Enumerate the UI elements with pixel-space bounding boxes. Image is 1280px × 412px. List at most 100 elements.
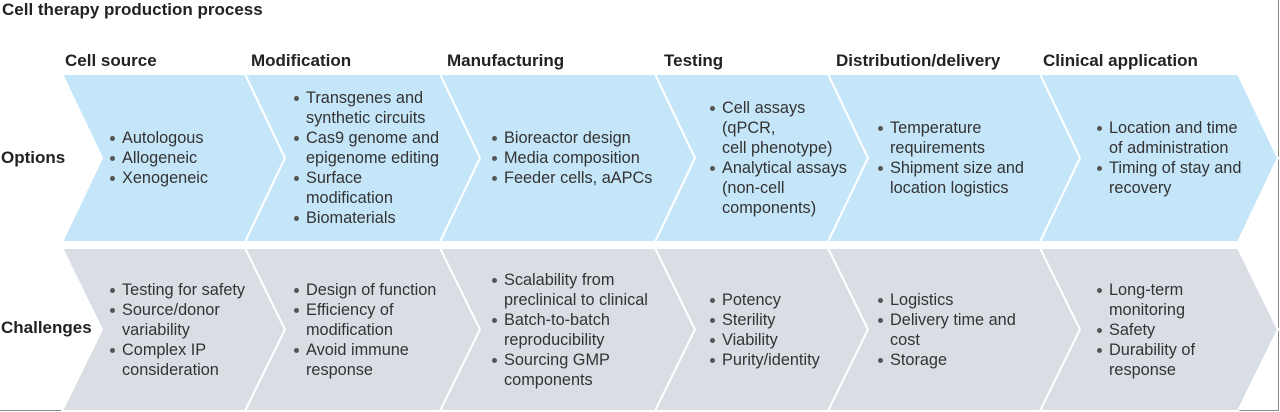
options-cell: Cell assays (qPCR, cell phenotype)Analyt… (708, 74, 858, 242)
bullet-item: Cas9 genome and epigenome editing (292, 128, 439, 168)
bullet-item: Complex IP consideration (108, 340, 245, 380)
bullet-item: Xenogeneic (108, 168, 208, 188)
bullet-text: Complex IP consideration (122, 340, 219, 379)
bullet-item: Surface modification (292, 168, 439, 208)
stage-header: Manufacturing (447, 51, 565, 70)
bullet-text: Shipment size and location logistics (890, 159, 1024, 197)
challenges-cell: Scalability from preclinical to clinical… (490, 248, 680, 411)
figure-title: Cell therapy production process (2, 0, 263, 19)
bullet-item: Viability (708, 330, 820, 350)
bullet-item: Temperature requirements (876, 118, 1024, 158)
bullet-text: Autologous (122, 129, 204, 147)
bullet-item: Sourcing GMP components (490, 350, 648, 390)
bullet-item: Bioreactor design (490, 128, 652, 148)
bullet-item: Potency (708, 290, 820, 310)
bullet-item: Sterility (708, 310, 820, 330)
bullet-text: Sourcing GMP components (504, 350, 610, 389)
bullet-list: Scalability from preclinical to clinical… (490, 270, 648, 390)
bullet-item: Design of function (292, 280, 436, 300)
bullet-text: Avoid immune response (306, 340, 409, 379)
bullet-text: Storage (890, 350, 948, 369)
stage-header: Cell source (65, 51, 157, 70)
bullet-list: Cell assays (qPCR, cell phenotype)Analyt… (708, 98, 847, 218)
bullet-item: Safety (1095, 320, 1195, 340)
bullet-item: Biomaterials (292, 208, 439, 228)
bullet-item: Source/donor variability (108, 300, 245, 340)
bullet-text: Sterility (722, 310, 776, 329)
bullet-text: Allogeneic (122, 149, 198, 167)
bullet-item: Cell assays (qPCR, cell phenotype) (708, 98, 847, 158)
bullet-item: Transgenes and synthetic circuits (292, 88, 439, 128)
bullet-item: Location and time of administration (1095, 118, 1241, 158)
bullet-item: Efficiency of modification (292, 300, 436, 340)
bullet-text: Logistics (890, 290, 954, 309)
row-label-challenges: Challenges (1, 318, 92, 337)
bullet-text: Scalability from preclinical to clinical (504, 270, 648, 309)
stage-header: Modification (251, 51, 352, 70)
bullet-text: Transgenes and synthetic circuits (306, 89, 426, 127)
bullet-text: Purity/identity (722, 350, 820, 369)
bullet-text: Xenogeneic (122, 169, 209, 187)
bullet-text: Design of function (306, 280, 437, 299)
bullet-text: Timing of stay and recovery (1109, 159, 1242, 197)
bullet-item: Avoid immune response (292, 340, 436, 380)
bullet-item: Timing of stay and recovery (1095, 158, 1241, 198)
bullet-text: Bioreactor design (504, 129, 631, 147)
stage-header: Clinical application (1043, 51, 1198, 70)
bullet-item: Delivery time and cost (876, 310, 1016, 350)
bullet-item: Media composition (490, 148, 652, 168)
bullet-text: Viability (722, 330, 778, 349)
bullet-text: Cas9 genome and epigenome editing (306, 129, 440, 167)
bullet-text: Batch-to-batch reproducibility (504, 310, 610, 349)
options-chevron (1038, 73, 1280, 243)
bullet-text: Analytical assays (non-cell components) (722, 159, 847, 217)
bullet-item: Storage (876, 350, 1016, 370)
bullet-text: Location and time of administration (1109, 119, 1238, 157)
bullet-item: Allogeneic (108, 148, 208, 168)
bullet-text: Surface modification (306, 169, 393, 207)
bullet-text: Delivery time and cost (890, 310, 1016, 349)
bullet-item: Purity/identity (708, 350, 820, 370)
bullet-item: Analytical assays (non-cell components) (708, 158, 847, 218)
bullet-text: Biomaterials (306, 209, 396, 227)
bullet-text: Cell assays (qPCR, cell phenotype) (722, 99, 833, 157)
bullet-text: Testing for safety (122, 280, 246, 299)
bullet-text: Efficiency of modification (306, 300, 394, 339)
bullet-text: Media composition (504, 149, 640, 167)
bullet-text: Safety (1109, 320, 1156, 339)
bullet-text: Long-term monitoring (1109, 280, 1186, 319)
bullet-item: Testing for safety (108, 280, 245, 300)
bullet-item: Shipment size and location logistics (876, 158, 1024, 198)
bullet-text: Temperature requirements (890, 119, 986, 157)
bullet-text: Potency (722, 290, 781, 309)
bullet-item: Durability of response (1095, 340, 1195, 380)
bullet-item: Logistics (876, 290, 1016, 310)
bullet-item: Batch-to-batch reproducibility (490, 310, 648, 350)
bullet-item: Long-term monitoring (1095, 280, 1195, 320)
bullet-text: Durability of response (1109, 340, 1195, 379)
stage-header: Distribution/delivery (836, 51, 1001, 70)
bullet-item: Feeder cells, aAPCs (490, 168, 652, 188)
bullet-text: Feeder cells, aAPCs (504, 169, 653, 187)
stage-header: Testing (664, 51, 724, 70)
